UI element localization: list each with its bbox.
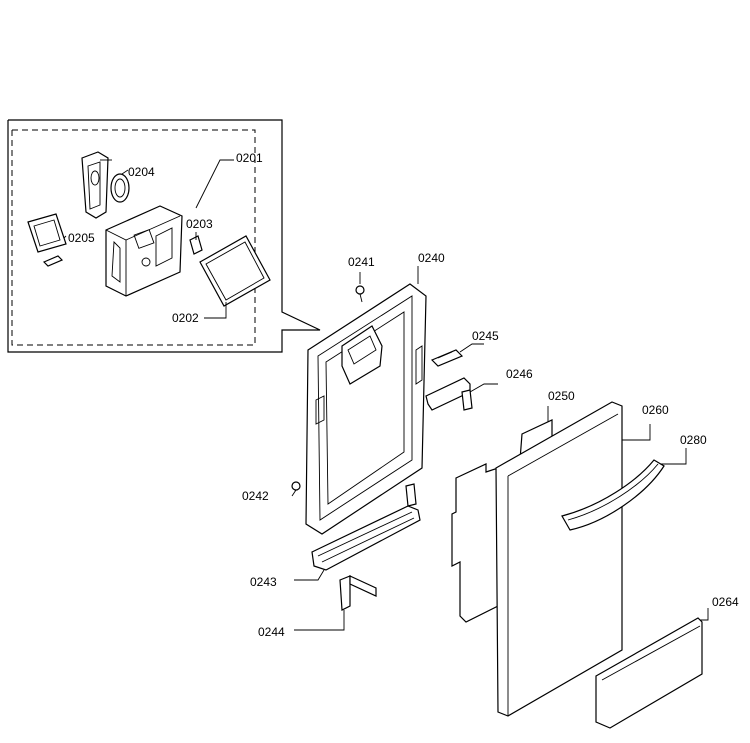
part-0264-kick-plate	[595, 617, 703, 729]
part-0244-bracket	[339, 575, 377, 611]
label-0260: 0260	[642, 403, 669, 417]
label-0280: 0280	[680, 433, 707, 447]
label-0246: 0246	[506, 367, 533, 381]
label-0264: 0264	[712, 595, 739, 609]
part-0241-screw	[355, 285, 365, 303]
part-0260-outer-door-panel	[495, 401, 623, 717]
label-0243: 0243	[250, 575, 277, 589]
part-0243-bottom-trim	[311, 483, 421, 571]
part-0204-housing	[81, 151, 109, 219]
part-0203-clip	[189, 235, 203, 255]
part-dispenser-block	[105, 205, 183, 297]
part-0245-latch	[430, 349, 464, 367]
label-0203: 0203	[186, 217, 213, 231]
label-0245: 0245	[472, 329, 499, 343]
label-0241: 0241	[348, 255, 375, 269]
label-0204: 0204	[128, 165, 155, 179]
part-0246-hinge	[425, 377, 473, 411]
part-0202-gasket	[199, 235, 271, 307]
label-0242: 0242	[242, 489, 269, 503]
label-0250: 0250	[548, 389, 575, 403]
part-0240-inner-door	[305, 283, 427, 535]
label-0240: 0240	[418, 251, 445, 265]
label-0205: 0205	[68, 231, 95, 245]
detail-inset-frame	[7, 119, 321, 353]
leader-lines	[63, 159, 709, 631]
label-0202: 0202	[172, 311, 199, 325]
part-0280-handle	[561, 459, 665, 531]
part-labels: 0201 0204 0205 0203 0202 0241 0240 0245 …	[68, 151, 739, 639]
part-0205-plate	[27, 213, 67, 267]
part-0204-ring	[110, 173, 130, 203]
label-0201: 0201	[236, 151, 263, 165]
label-0244: 0244	[258, 625, 285, 639]
part-0242-cap	[291, 481, 301, 491]
